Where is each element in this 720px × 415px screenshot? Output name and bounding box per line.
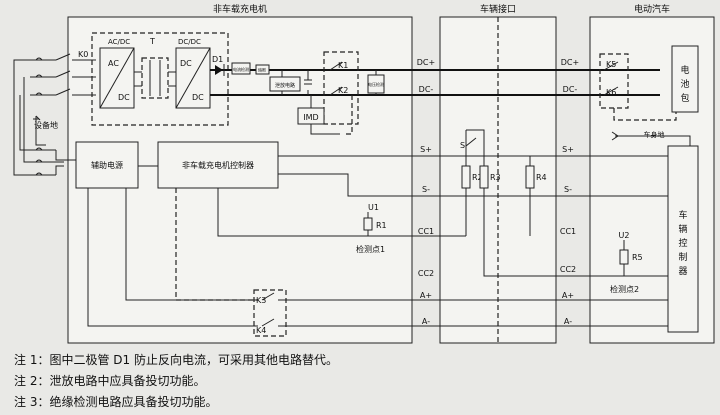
r3-resistor: [479, 165, 489, 189]
ev-title: 电动汽车: [634, 3, 670, 15]
acdc-dc-label: DC: [118, 93, 130, 102]
k0-label: K0: [78, 50, 88, 59]
voltage-detect-label: 电压检测: [368, 81, 384, 87]
cc2-label-right: CC2: [560, 265, 576, 274]
vc-label-2: 辆: [678, 223, 687, 235]
power-module-dashed: [91, 32, 229, 126]
r4-resistor: [525, 165, 535, 189]
aux-a-minus-wire: [87, 188, 258, 327]
dcdc-title: DC/DC: [178, 38, 201, 46]
r1-resistor: [363, 217, 373, 231]
k1-label: K1: [338, 61, 348, 70]
cc1-line: [217, 188, 466, 237]
aux-a-plus-wire: [125, 188, 258, 301]
imd-label: IMD: [303, 113, 318, 122]
vc-label-5: 器: [678, 266, 687, 277]
battery-box: [671, 45, 699, 113]
s-switch-label: S: [460, 141, 465, 150]
chassis-ground-line: [615, 135, 691, 148]
current-detect-label: 电流检测: [233, 66, 249, 72]
ground-label: 设备地: [34, 120, 58, 130]
detect1-label: 检测点1: [356, 244, 385, 254]
acdc-title: AC/DC: [108, 38, 130, 46]
r4-label: R4: [536, 173, 547, 182]
battery-label-1: 电: [680, 64, 689, 76]
controller-label: 非车载充电机控制器: [182, 160, 254, 170]
diode-d1-symbol: [215, 65, 223, 75]
vc-label-3: 控: [678, 237, 687, 249]
battery-label-2: 池: [680, 78, 689, 90]
discharge-circuit-label: 泄放电路: [275, 82, 295, 89]
charger-title: 非车载充电机: [213, 3, 267, 15]
k5-label: K5: [606, 60, 616, 69]
k1-k2-dashed: [323, 51, 359, 125]
k3-label: K3: [256, 296, 266, 305]
ground-symbol: [33, 115, 41, 121]
discharge-circuit-box: [269, 76, 301, 92]
note-2: 注 2：泄放电路中应具备投切功能。: [14, 374, 206, 388]
r3-label: R3: [490, 173, 501, 182]
a-minus-label-right: A-: [564, 317, 572, 326]
battery-label-3: 包: [680, 92, 689, 104]
note-1: 注 1：图中二极管 D1 防止反向电流，可采用其他电路替代。: [14, 353, 338, 367]
interface-title: 车辆接口: [480, 3, 516, 15]
dc-minus-label-right: DC-: [563, 85, 578, 94]
aux-power-box: [75, 141, 139, 189]
cc1-label-left: CC1: [418, 227, 434, 236]
cc1-label-right: CC1: [560, 227, 576, 236]
dc-plus-label-left: DC+: [417, 58, 435, 67]
dc-plus-label-right: DC+: [561, 58, 579, 67]
charging-circuit-diagram: 非车载充电机 车辆接口 电动汽车 K0 设备地 AC/DC AC DC T DC…: [13, 3, 715, 344]
s-minus-label-left: S-: [422, 185, 430, 194]
dcdc-dc-bottom: DC: [192, 93, 204, 102]
vehicle-controller-box: [667, 145, 699, 333]
transformer-label: T: [149, 37, 155, 46]
r5-label: R5: [632, 253, 643, 262]
diode-d1-label: D1: [212, 55, 223, 64]
r1-label: R1: [376, 221, 387, 230]
a-minus-label-left: A-: [422, 317, 430, 326]
notes-section: 注 1：图中二极管 D1 防止反向电流，可采用其他电路替代。 注 2：泄放电路中…: [14, 350, 714, 413]
vc-label-4: 制: [678, 251, 687, 263]
a-plus-label-right: A+: [562, 291, 574, 300]
dcdc-dc-top: DC: [180, 59, 192, 68]
u2-label: U2: [619, 231, 630, 240]
fuse-label: 熔断: [258, 67, 266, 73]
controller-box: [157, 141, 279, 189]
transformer-box: [141, 57, 169, 99]
note-3: 注 3：绝缘检测电路应具备投切功能。: [14, 395, 218, 409]
r2-resistor: [461, 165, 471, 189]
dc-minus-label-left: DC-: [419, 85, 434, 94]
acdc-ac-label: AC: [108, 59, 119, 68]
s-plus-label-right: S+: [562, 145, 574, 154]
s-minus-line: [278, 173, 668, 197]
r5-resistor: [619, 249, 629, 265]
r2-label: R2: [472, 173, 483, 182]
s-minus-label-right: S-: [564, 185, 572, 194]
chassis-label: 车身地: [644, 130, 665, 139]
k2-label: K2: [338, 86, 348, 95]
aux-power-label: 辅助电源: [91, 160, 123, 170]
u1-label: U1: [368, 203, 379, 212]
s-plus-label-left: S+: [420, 145, 432, 154]
k4-label: K4: [256, 326, 266, 335]
ac-input: [13, 53, 96, 176]
detect2-label: 检测点2: [610, 284, 639, 294]
k3-k4-dashed: [253, 289, 287, 337]
cc2-label-left: CC2: [418, 269, 434, 278]
fuse-box: [255, 64, 270, 75]
a-plus-label-left: A+: [420, 291, 432, 300]
vc-label-1: 车: [678, 209, 687, 221]
k6-label: K6: [606, 88, 616, 97]
current-detect-box: [231, 62, 251, 75]
